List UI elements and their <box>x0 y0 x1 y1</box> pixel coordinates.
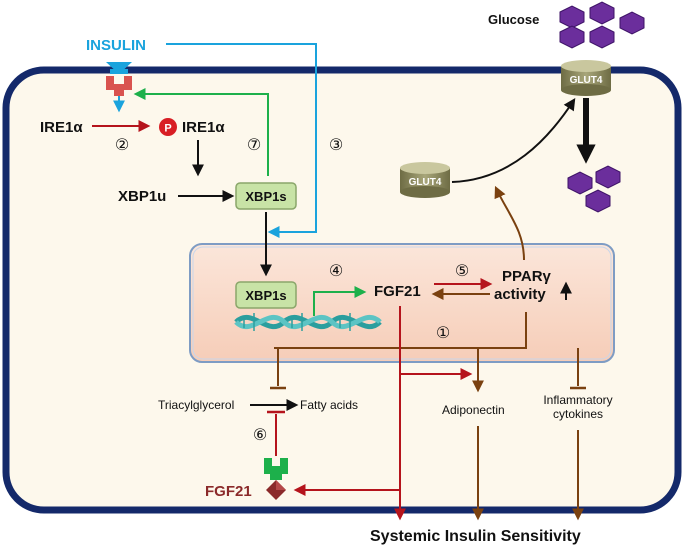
p-ire1a-label: IRE1α <box>182 119 225 136</box>
pparg-effector-line <box>274 312 527 349</box>
inflammatory-label: Inflammatory <box>543 393 612 407</box>
ire1a-label: IRE1α <box>40 119 83 136</box>
fgf21-receptor <box>264 458 288 500</box>
fatty-acids-label: Fatty acids <box>300 398 358 412</box>
glucose-molecules-inside <box>567 165 621 213</box>
xbp1s-feedback-arrow <box>133 88 269 176</box>
insulin-signal-arrow <box>166 43 317 238</box>
pparg-label: PPARγ <box>502 268 552 285</box>
step-3-label: ③ <box>329 137 343 154</box>
step-7-label: ⑦ <box>247 137 261 154</box>
glut4-membrane-transporter <box>561 60 611 96</box>
glucose-label: Glucose <box>488 12 539 27</box>
pparg-glut4-arrow <box>494 185 525 261</box>
step-4-label: ④ <box>329 263 343 280</box>
xbp1s-fgf21-arrow <box>313 286 367 316</box>
glucose-molecules <box>559 1 645 49</box>
glut4-vesicle <box>400 162 450 198</box>
phosphate-label: P <box>164 123 171 135</box>
step-5-label: ⑤ <box>455 263 469 280</box>
pparg-activity-label: activity <box>494 286 546 303</box>
xbp1s-nucleus-label: XBP1s <box>245 288 286 303</box>
insulin-label: INSULIN <box>86 37 146 54</box>
glut4-membrane-label: GLUT4 <box>570 75 603 86</box>
step-1-label: ① <box>436 325 450 342</box>
glut4-translocation-arrow <box>451 97 576 183</box>
step-6-label: ⑥ <box>253 427 267 444</box>
adiponectin-label: Adiponectin <box>442 403 505 417</box>
nucleus <box>189 243 615 363</box>
step-2-label: ② <box>115 137 129 154</box>
xbp1s-cytoplasm-box <box>235 182 297 210</box>
cytokines-label: cytokines <box>553 407 603 421</box>
xbp1u-label: XBP1u <box>118 188 166 205</box>
xbp1s-nucleus-box <box>235 281 297 309</box>
insulin-receptor <box>106 62 132 113</box>
dna-helix <box>234 313 382 331</box>
fgf21-nucleus-label: FGF21 <box>374 283 421 300</box>
phosphate-icon <box>159 118 177 136</box>
triacylglycerol-label: Triacylglycerol <box>158 398 234 412</box>
fgf21-secreted-label: FGF21 <box>205 483 252 500</box>
systemic-insulin-sensitivity-label: Systemic Insulin Sensitivity <box>370 528 581 545</box>
glut4-vesicle-label: GLUT4 <box>409 177 442 188</box>
xbp1s-cytoplasm-label: XBP1s <box>245 189 286 204</box>
